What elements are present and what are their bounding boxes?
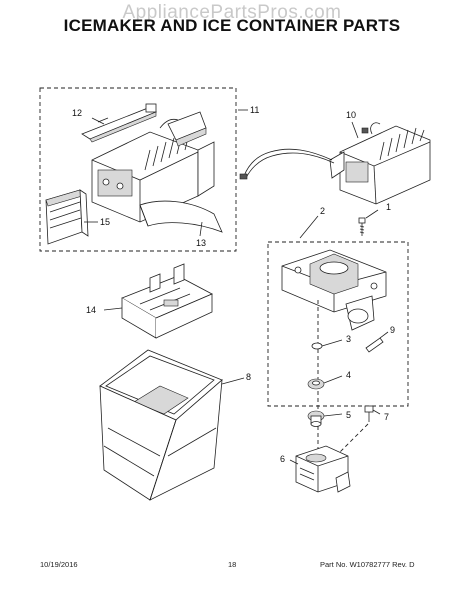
part-1-screw: [358, 217, 366, 236]
part-2-auger-housing: [281, 249, 387, 331]
callout-14: 14: [86, 305, 96, 315]
part-9-pin: [365, 337, 384, 353]
part-3-washer: [311, 342, 323, 350]
part-15-cover: [45, 189, 89, 245]
callout-11: 11: [250, 105, 259, 115]
part-8-ice-container: [99, 349, 223, 501]
callout-10: 10: [346, 110, 356, 120]
part-13-stripper: [139, 200, 223, 233]
part-14-bracket: [121, 263, 213, 339]
callout-13: 13: [196, 238, 206, 248]
callout-1: 1: [386, 202, 391, 212]
part-4-bearing: [307, 378, 325, 390]
page-title: ICEMAKER AND ICE CONTAINER PARTS: [63, 16, 401, 35]
part-11-icemaker: [91, 111, 215, 223]
callout-4: 4: [346, 370, 351, 380]
callout-15: 15: [100, 217, 110, 227]
part-10-icemaker: [329, 122, 431, 205]
footer-date: 10/19/2016: [40, 560, 78, 569]
callout-3: 3: [346, 334, 351, 344]
part-7-screw: [339, 405, 374, 453]
callout-2: 2: [320, 206, 325, 216]
part-12-bracket: [81, 103, 157, 143]
footer-part-number: Part No. W10782777 Rev. D: [320, 560, 415, 569]
callout-12: 12: [72, 108, 82, 118]
part-5-coupler: [307, 410, 325, 427]
group-box-11: [39, 87, 237, 252]
callout-5: 5: [346, 410, 351, 420]
callout-6: 6: [280, 454, 285, 464]
callout-9: 9: [390, 325, 395, 335]
part-6-motor: [295, 445, 351, 493]
callout-8: 8: [246, 372, 251, 382]
wire-harness: [239, 148, 335, 180]
watermark: AppliancePartsPros.com: [122, 2, 342, 23]
callout-7: 7: [384, 412, 389, 422]
footer-page-number: 18: [228, 560, 237, 569]
group-box-2: [267, 241, 409, 407]
leader-lines: [84, 109, 389, 465]
